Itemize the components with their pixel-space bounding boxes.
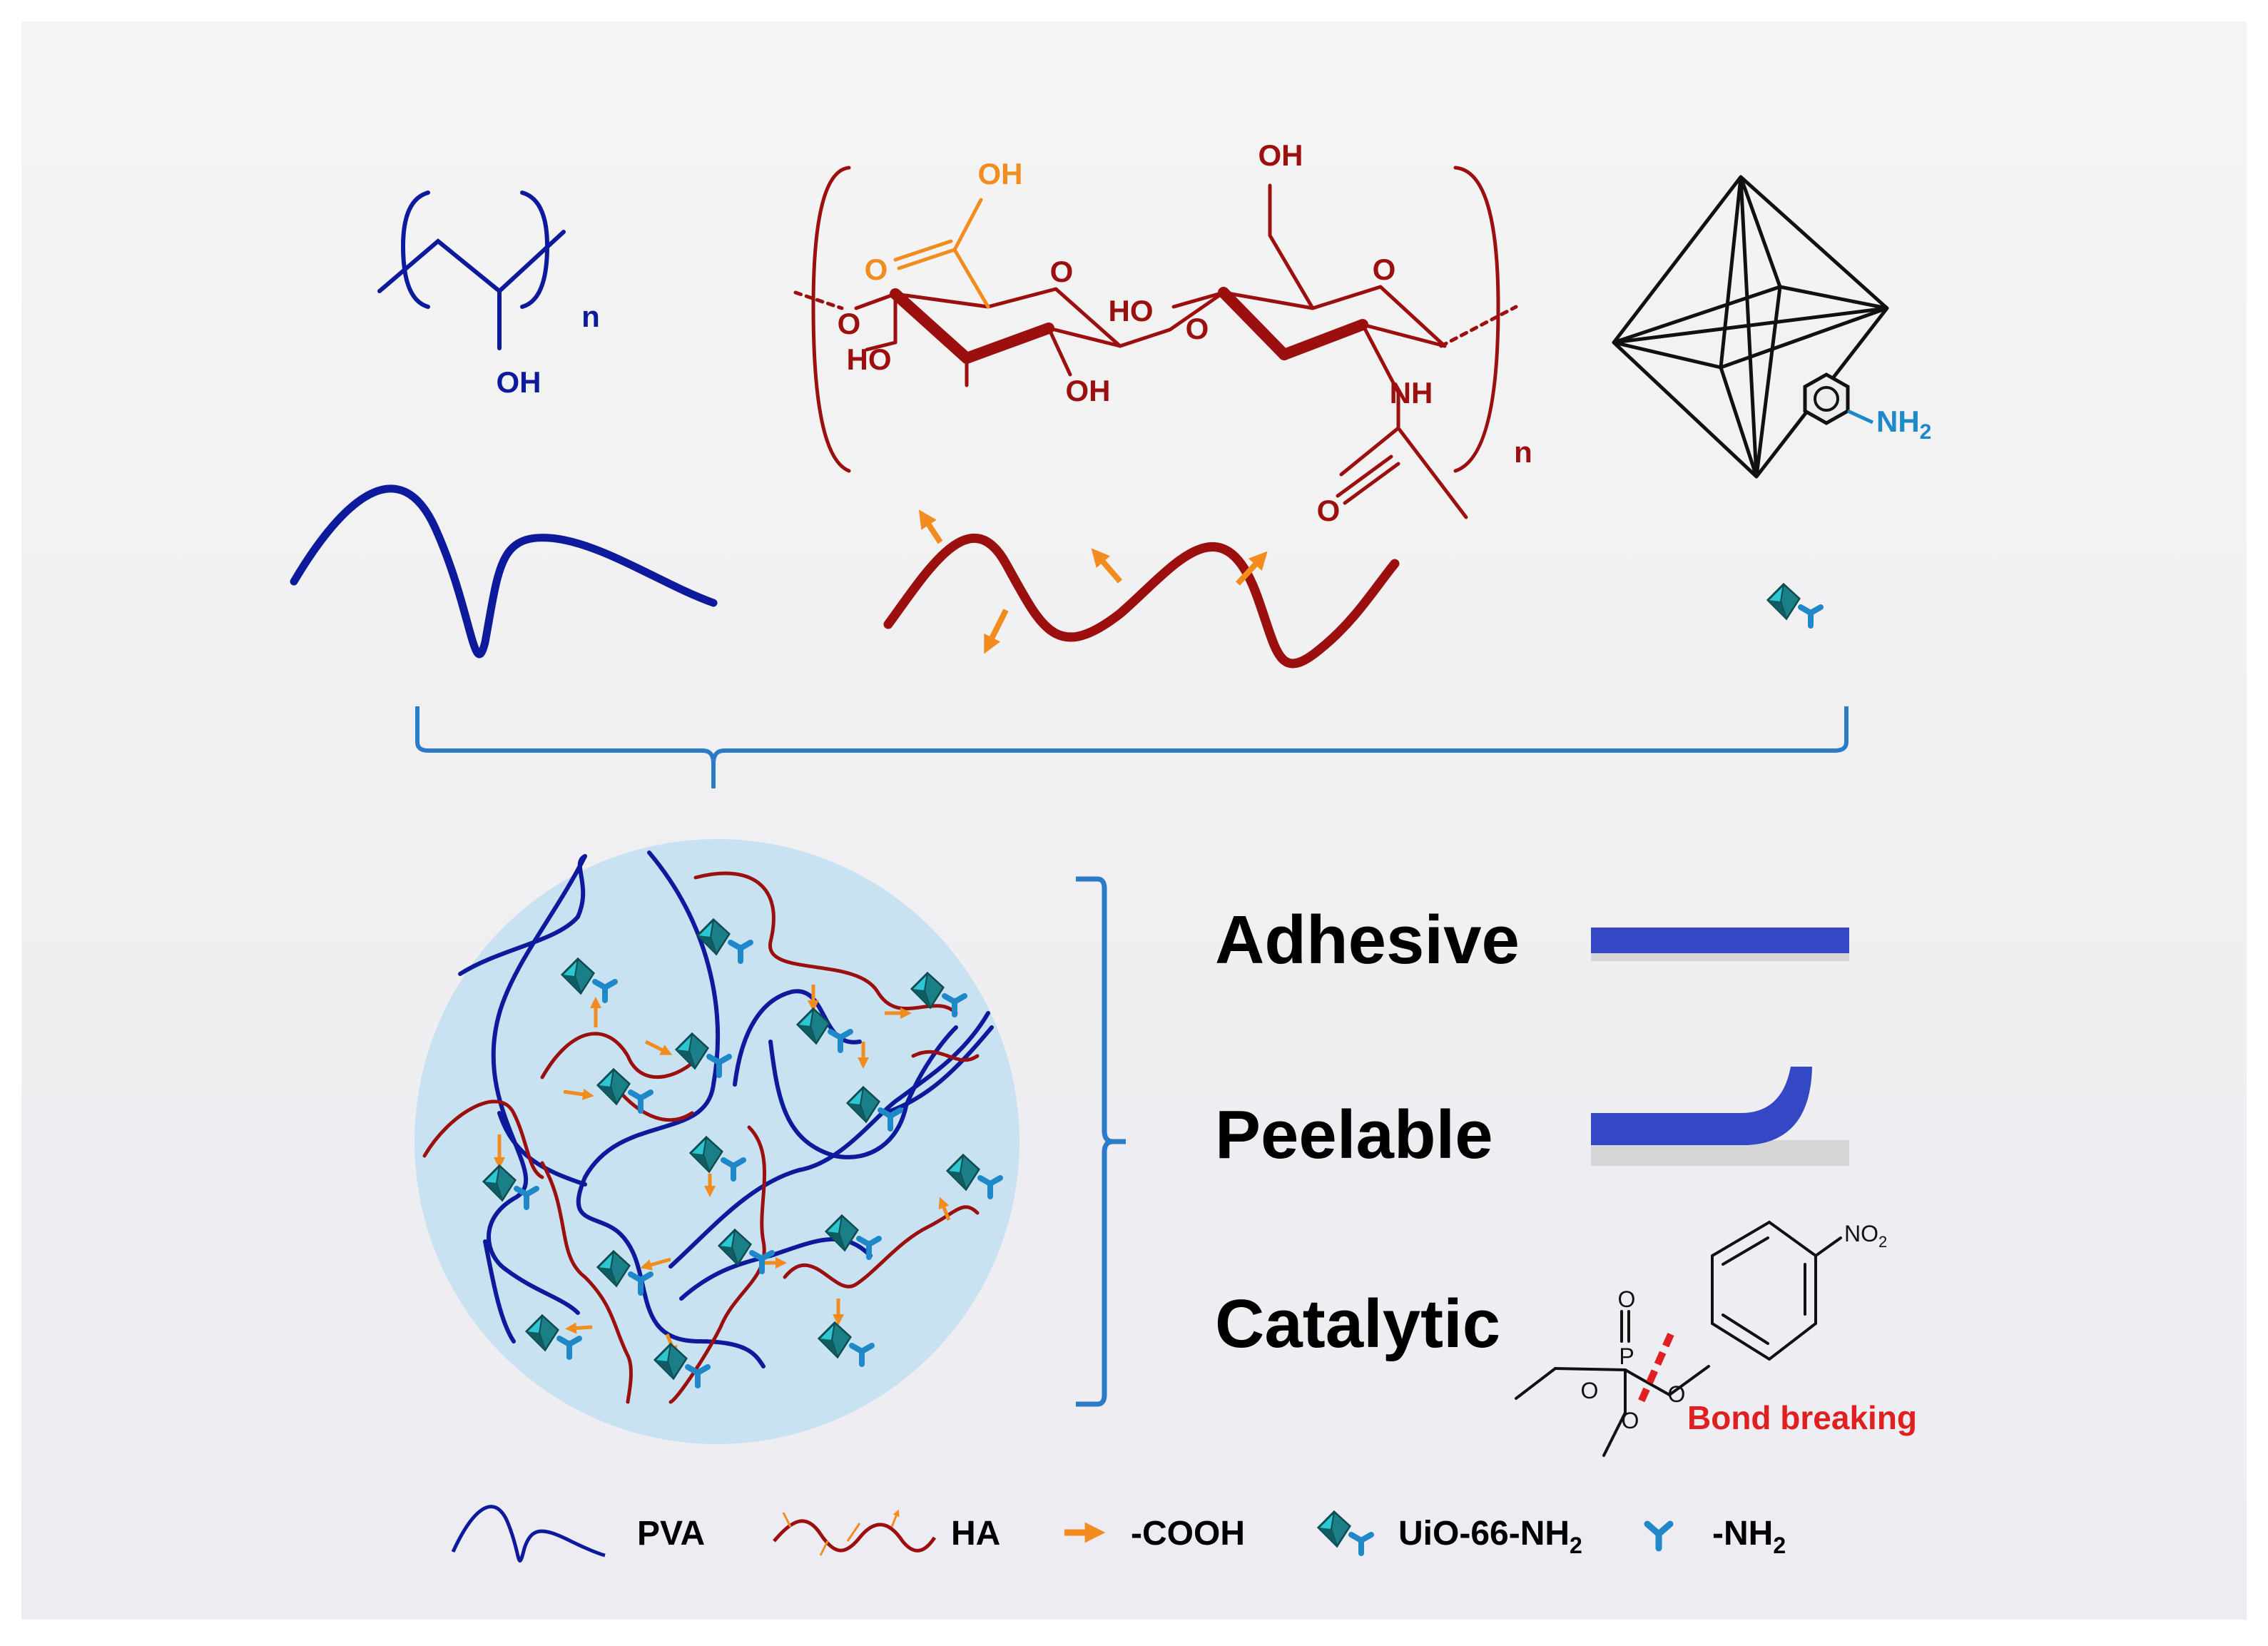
- combination-brace: [415, 706, 1849, 788]
- ha-cartoon: [883, 533, 1400, 669]
- ha-ring1-wedge: [961, 322, 1054, 364]
- legend-ha-icon: [773, 1519, 937, 1553]
- ha-ch2oh: OH: [1258, 138, 1303, 172]
- ha-linker-o: O: [838, 307, 861, 340]
- pva-backbone: [377, 230, 566, 294]
- legend-mof-label: UiO-66-NH2: [1398, 1515, 1582, 1558]
- ha-glycosidic-o: O: [1186, 312, 1209, 345]
- mof-nh2-label: NH2: [1876, 405, 1931, 444]
- ha-cartoon-carboxyl-arrows: [918, 509, 1268, 654]
- phosphate-o-top: O: [1618, 1286, 1636, 1312]
- pva-n-label: n: [581, 300, 600, 333]
- property-catalytic-label: Catalytic: [1215, 1286, 1500, 1362]
- peelable-band: [1591, 1067, 1812, 1145]
- ha-ring2-wedge: [1278, 319, 1368, 360]
- property-adhesive-label: Adhesive: [1215, 902, 1520, 978]
- ester-o-bottom: O: [1622, 1408, 1639, 1433]
- legend-pva-label: PVA: [637, 1515, 705, 1553]
- legend-cooh-label: -COOH: [1131, 1515, 1245, 1553]
- pva-bracket-left: [400, 190, 430, 309]
- pva-cartoon: [290, 484, 718, 659]
- nitro-label: NO2: [1844, 1221, 1887, 1251]
- network-pva-chains: [458, 850, 994, 1368]
- ha-structure: [793, 166, 1518, 519]
- pva-structure: [377, 190, 566, 350]
- property-peelable-label: Peelable: [1215, 1097, 1493, 1173]
- bond-breaking-label: Bond breaking: [1687, 1399, 1917, 1436]
- ha-amide-o: O: [1317, 494, 1341, 527]
- network-ha-chains: [422, 871, 980, 1404]
- properties-brace: [1076, 876, 1126, 1407]
- ha-dashed-right: [1439, 305, 1518, 348]
- phosphorus: P: [1619, 1343, 1634, 1369]
- catalysis-substrate-molecule: [1515, 1220, 1842, 1457]
- legend: PVA HA -COOH UiO-66-NH2 -NH2: [451, 1505, 1786, 1563]
- adhesive-band: [1591, 928, 1849, 953]
- legend-ha-label: HA: [951, 1515, 1000, 1553]
- background-panel: [21, 21, 2247, 1620]
- ha-ring1-ho: HO: [847, 342, 892, 376]
- ha-ring1-oh: OH: [1066, 374, 1111, 407]
- legend-pva-icon: [451, 1505, 606, 1563]
- ha-bracket-left: [811, 166, 851, 473]
- ha-ring1-o: O: [1050, 255, 1074, 288]
- pva-oh-label: OH: [497, 365, 541, 399]
- ha-dashed-left: [793, 290, 844, 310]
- pva-bracket-right: [520, 190, 550, 309]
- mof-aminophenyl: [1803, 372, 1874, 425]
- ha-amide-nh: NH: [1390, 376, 1433, 410]
- ha-ring2-top: [1221, 285, 1447, 348]
- ha-carboxyl-oh: OH: [978, 157, 1023, 190]
- mof-octahedron: [1612, 175, 1889, 479]
- ester-o-left: O: [1581, 1378, 1599, 1403]
- bond-breaking-mark: [1637, 1332, 1674, 1404]
- ha-bracket-right: [1453, 166, 1500, 473]
- ha-ring2-ho: HO: [1109, 294, 1154, 327]
- legend-nh2-label: -NH2: [1712, 1515, 1786, 1558]
- ha-ring2-o: O: [1373, 253, 1396, 286]
- hydrogel-network-circle: [415, 839, 1019, 1444]
- ha-carboxyl-o: O: [865, 253, 888, 286]
- aryl-o: O: [1668, 1381, 1686, 1407]
- ha-n-label: n: [1514, 435, 1532, 469]
